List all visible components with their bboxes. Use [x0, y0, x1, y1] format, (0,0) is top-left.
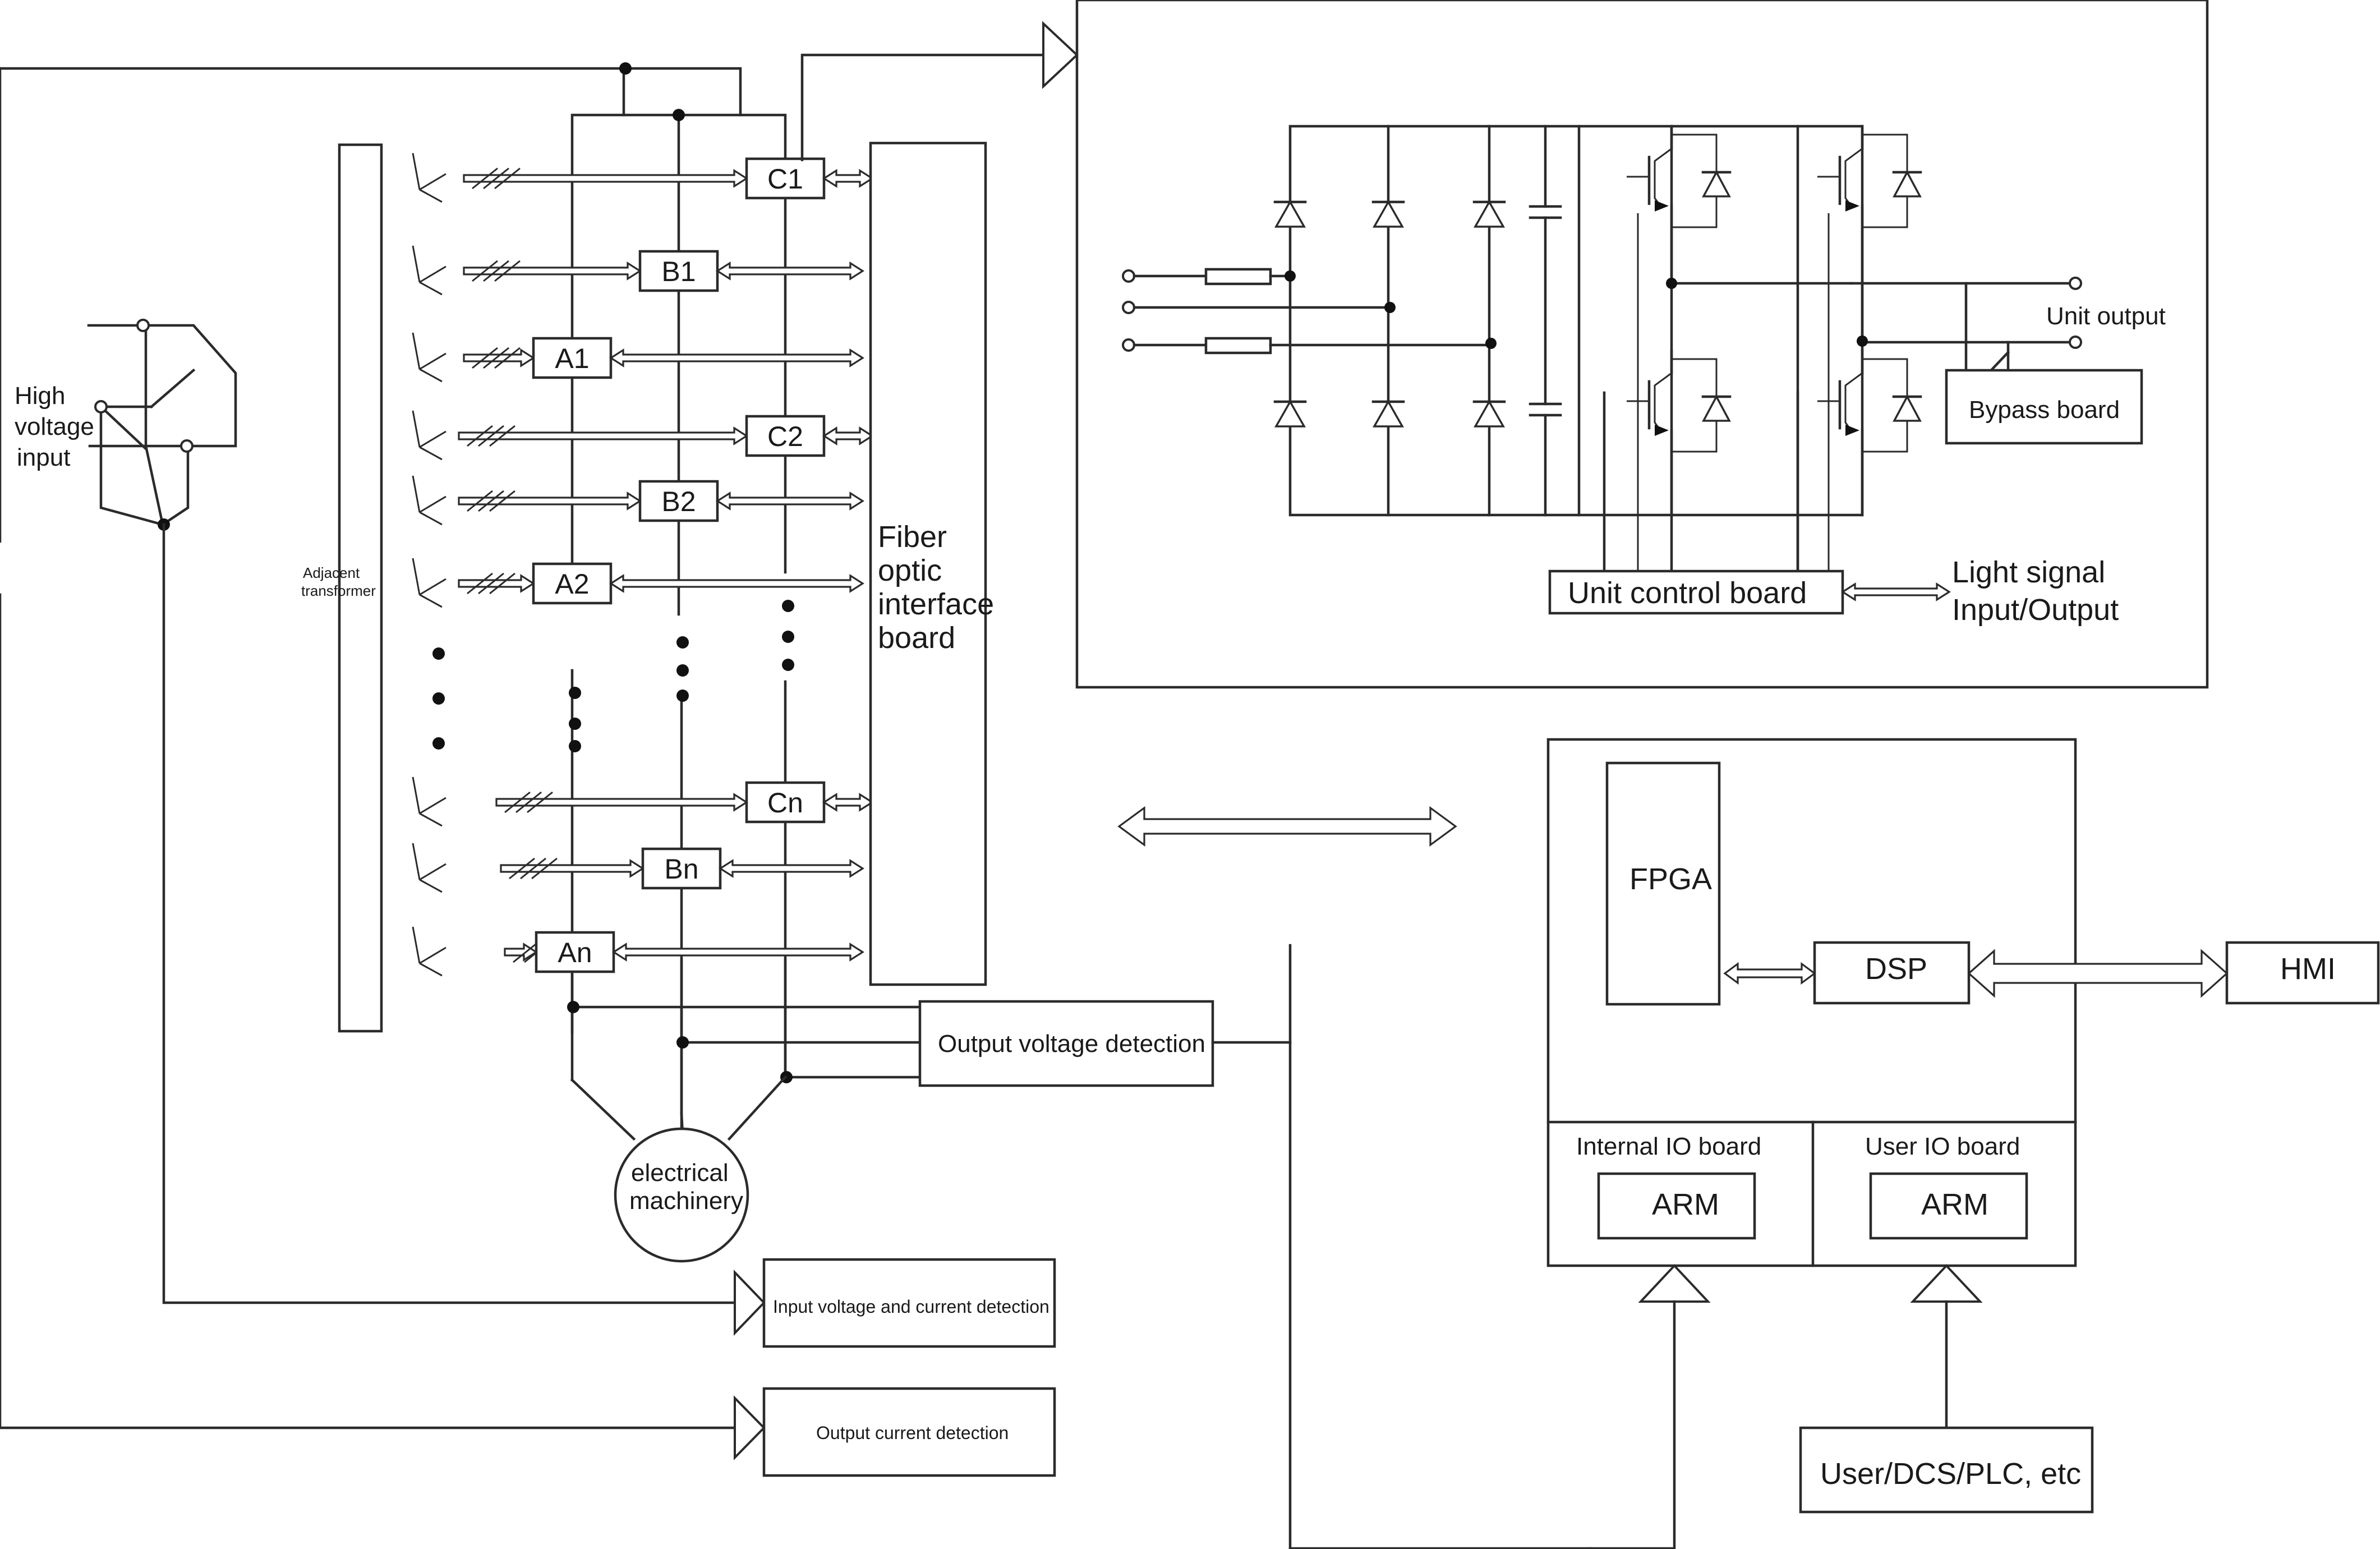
fiber-optic-interface-board: [869, 141, 987, 986]
arm-user-label: ARM: [1921, 1188, 1988, 1221]
secondary-winding: [412, 245, 446, 296]
secondary-winding: [412, 926, 446, 977]
output-voltage-detection-label: Output voltage detection: [938, 1030, 1205, 1058]
cell-label-bn: Bn: [664, 853, 698, 885]
fiber-optic-label-1: Fiber: [878, 520, 947, 554]
input-voltage-current-detection-label: Input voltage and current detection: [773, 1297, 1049, 1317]
electrical-machinery-label-1: electrical: [631, 1159, 729, 1187]
cell-a2: A2: [458, 562, 864, 605]
arm-internal-label: ARM: [1652, 1188, 1719, 1221]
unit-control-board: [1548, 569, 1844, 615]
cell-label-b2: B2: [661, 486, 696, 517]
dsp-block: [1813, 941, 1971, 1005]
transformer-secondaries: [412, 153, 446, 977]
ellipsis-dots: [432, 600, 794, 752]
fiber-optic-label-2: optic: [878, 554, 942, 587]
adjacent-transformer-label-2: transformer: [301, 582, 376, 599]
power-unit-circuit: Unit output Bypass board Unit control bo…: [1122, 125, 2166, 627]
high-voltage-input-label: High: [15, 382, 66, 410]
secondary-winding: [412, 410, 446, 461]
cell-label-an: An: [558, 937, 592, 968]
high-voltage-input-source: High voltage input: [15, 319, 237, 531]
cell-an: An: [504, 931, 864, 973]
cell-cn: Cn: [495, 781, 874, 824]
detection-boxes: Input voltage and current detection Outp…: [734, 1258, 1056, 1477]
electrical-machinery-label-2: machinery: [629, 1187, 743, 1215]
secondary-winding: [412, 558, 446, 608]
feed-lines: [0, 62, 742, 1430]
cell-label-b1: B1: [661, 256, 696, 287]
cell-bn: Bn: [500, 847, 864, 890]
cell-label-c1: C1: [767, 163, 803, 195]
unit-input-triangle: [1042, 21, 1079, 89]
electrical-machinery: electrical machinery: [570, 1075, 788, 1263]
cell-a1: A1: [463, 337, 864, 379]
cell-label-a2: A2: [555, 568, 589, 600]
light-signal-label-1: Light signal: [1952, 555, 2105, 589]
adjacent-transformer: [338, 143, 383, 1033]
cell-c2: C2: [458, 415, 874, 457]
hmi-label: HMI: [2280, 952, 2336, 986]
unit-control-board-label: Unit control board: [1568, 576, 1807, 610]
secondary-winding: [412, 843, 446, 893]
secondary-winding: [412, 776, 446, 827]
cell-b1: B1: [463, 250, 864, 292]
fiber-optic-label-3: interface: [878, 587, 994, 621]
fpga-label: FPGA: [1629, 862, 1712, 896]
cell-label-a1: A1: [555, 343, 589, 374]
output-current-detection-label: Output current detection: [816, 1423, 1009, 1443]
high-voltage-input-label-2: voltage: [15, 413, 94, 440]
bypass-board-label: Bypass board: [1969, 396, 2120, 424]
internal-io-board-label: Internal IO board: [1576, 1133, 1761, 1160]
output-voltage-detection-group: Output voltage detection: [567, 944, 1292, 1549]
user-io-board-label: User IO board: [1865, 1133, 2020, 1160]
fpga-block: [1605, 761, 1721, 1006]
hmi-block: [2225, 941, 2380, 1005]
user-dcs-plc-label: User/DCS/PLC, etc: [1820, 1457, 2081, 1491]
system-link-double-arrow: [1117, 806, 1457, 847]
adjacent-transformer-label: Adjacent: [303, 564, 360, 581]
c1-to-unit-line: [800, 53, 1045, 162]
control-system: FPGA DSP HMI Internal IO board User IO b…: [1288, 738, 2380, 1549]
dsp-label: DSP: [1865, 952, 1927, 986]
light-signal-label-2: Input/Output: [1952, 593, 2119, 627]
fiber-optic-label-4: board: [878, 621, 955, 655]
secondary-winding: [412, 153, 446, 203]
user-dcs-plc-block: [1799, 1426, 2094, 1514]
secondary-winding: [412, 332, 446, 383]
secondary-winding: [412, 475, 446, 526]
cell-b2: B2: [458, 480, 864, 522]
cell-c1: C1: [463, 157, 874, 200]
cell-label-cn: Cn: [767, 787, 803, 819]
unit-output-label: Unit output: [2046, 302, 2166, 330]
high-voltage-input-label-3: input: [17, 444, 70, 471]
cell-label-c2: C2: [767, 421, 803, 452]
